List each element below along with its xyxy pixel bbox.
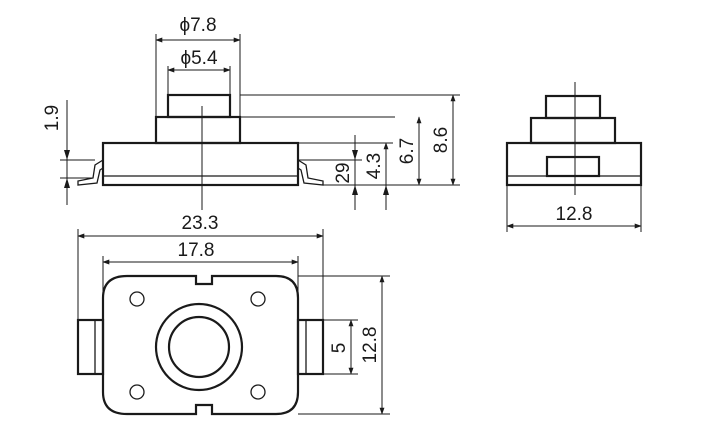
dim-6-7-label: 6.7 [397, 138, 418, 164]
top-height-12-8-label: 12.8 [360, 327, 381, 364]
top-button-inner [167, 315, 231, 379]
top-len-23-3-label: 23.3 [182, 213, 219, 234]
side-right-terminal [297, 159, 324, 186]
mount-hole-bottom-left [129, 384, 145, 400]
mount-hole-top-left [129, 291, 145, 307]
dim-29-label: 29 [333, 162, 354, 183]
side-button-boss [154, 115, 242, 145]
phi-inner-label: ϕ5.4 [180, 48, 217, 69]
dim-1-9-label: 1.9 [42, 105, 63, 131]
top-height-5-label: 5 [329, 343, 350, 354]
side-left-terminal [77, 159, 104, 186]
end-view: 12.8 [505, 82, 643, 232]
dim-8-6-label: 8.6 [431, 127, 452, 153]
top-view: 23.3 17.8 5 12.8 [76, 213, 390, 416]
side-button-top [166, 93, 232, 119]
end-step-2 [544, 94, 602, 120]
mount-hole-bottom-right [250, 384, 266, 400]
top-left-terminal [76, 318, 105, 376]
end-body [505, 141, 643, 187]
dim-4-3-label: 4.3 [364, 153, 385, 179]
top-button-outer [154, 302, 244, 392]
top-len-17-8-label: 17.8 [178, 240, 215, 261]
top-body [101, 274, 300, 416]
top-right-terminal [296, 318, 325, 376]
end-width-label: 12.8 [556, 204, 593, 225]
side-body [101, 141, 300, 187]
end-terminal [545, 155, 601, 178]
mount-hole-top-right [250, 291, 266, 307]
end-step-1 [529, 116, 617, 145]
side-view: ϕ7.8 ϕ5.4 1.9 29 4.3 6.7 8.6 [42, 15, 460, 210]
phi-outer-label: ϕ7.8 [179, 15, 216, 36]
